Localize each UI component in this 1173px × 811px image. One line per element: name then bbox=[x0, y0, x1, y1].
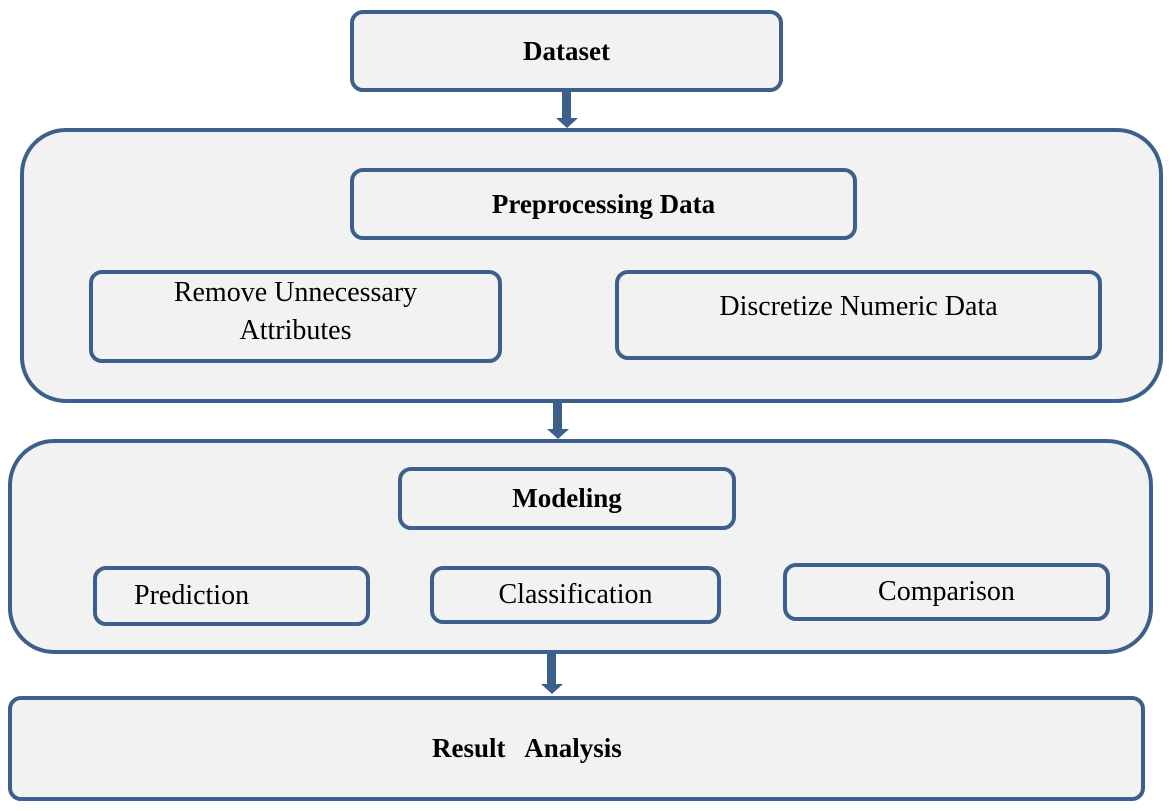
arrow-dataset-to-preprocessing bbox=[556, 92, 578, 130]
prediction-node: Prediction bbox=[93, 566, 370, 626]
dataset-label: Dataset bbox=[523, 35, 610, 66]
remove-attributes-node: Remove Unnecessary Attributes bbox=[89, 270, 502, 363]
modeling-title: Modeling bbox=[512, 483, 622, 513]
dataset-node: Dataset bbox=[350, 10, 783, 92]
classification-node: Classification bbox=[430, 566, 721, 624]
classification-label: Classification bbox=[498, 579, 653, 610]
preprocessing-title: Preprocessing Data bbox=[491, 188, 716, 219]
remove-attributes-label: Remove Unnecessary Attributes bbox=[173, 277, 418, 346]
preprocessing-title-node: Preprocessing Data bbox=[350, 168, 857, 240]
modeling-title-node: Modeling bbox=[398, 467, 736, 530]
result-analysis-node: Result Analysis bbox=[8, 696, 1145, 801]
prediction-label: Prediction bbox=[134, 580, 250, 611]
arrow-modeling-to-result bbox=[541, 654, 563, 696]
discretize-node: Discretize Numeric Data bbox=[615, 270, 1102, 360]
arrow-preprocessing-to-modeling bbox=[547, 403, 569, 441]
comparison-label: Comparison bbox=[878, 576, 1015, 607]
result-analysis-label: Result Analysis bbox=[432, 733, 622, 763]
discretize-label: Discretize Numeric Data bbox=[719, 291, 998, 322]
comparison-node: Comparison bbox=[783, 563, 1110, 621]
